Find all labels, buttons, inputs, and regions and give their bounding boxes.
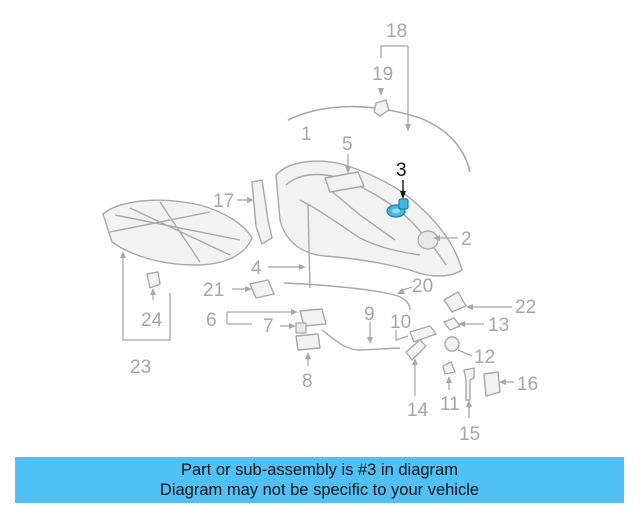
callout-1: 1 [301,124,312,145]
callout-19: 19 [372,64,393,85]
part-24-clip [146,271,161,289]
part-8-handle [295,333,321,351]
banner-line-2: Diagram may not be specific to your vehi… [159,481,480,499]
callout-23: 23 [130,357,151,378]
part-12-grommet [444,336,460,352]
callout-13: 13 [488,315,509,336]
callout-16: 16 [517,374,538,395]
part-21-latch [249,279,275,299]
parts-diagram: 18 19 1 5 3 17 2 4 21 20 22 24 6 7 9 10 … [102,21,538,445]
callout-14: 14 [407,400,429,421]
callout-21: 21 [203,280,224,301]
callout-15: 15 [459,424,480,445]
part-10-bracket [409,325,437,343]
callout-10: 10 [390,312,411,333]
part-3-highlighted [386,198,409,218]
part-11-clip [442,361,456,375]
banner-line-1: Part or sub-assembly is #3 in diagram [181,461,458,479]
part-17-hinge [251,179,273,245]
part-14-bracket [405,339,427,361]
callout-12: 12 [474,347,495,368]
part-19-clip [373,99,390,117]
callout-2: 2 [461,229,472,250]
part-13-bumper [443,317,461,331]
part-16-buffer [483,371,501,397]
callout-5: 5 [342,134,353,155]
info-banner: Part or sub-assembly is #3 in diagram Di… [15,457,624,503]
callout-4: 4 [251,258,262,279]
callout-11: 11 [440,394,460,415]
callout-6: 6 [206,310,217,331]
callout-7: 7 [263,316,274,337]
part-9-rod [321,329,401,351]
part-15-stud [463,367,475,401]
callout-8: 8 [302,371,313,392]
part-22-striker [443,291,467,313]
part-4-strut [307,204,311,289]
callout-17: 17 [213,191,234,212]
callout-24: 24 [141,310,163,331]
callout-22: 22 [515,297,536,318]
part-1-hood-panel [275,160,463,277]
part-23-insulator [102,199,253,266]
part-6-bracket [299,308,327,327]
part-7-clip [295,322,307,334]
part-20-cable [283,282,411,311]
callout-18: 18 [386,21,407,42]
callout-20: 20 [412,276,433,297]
callout-9: 9 [364,304,375,325]
callout-3: 3 [396,160,407,181]
part-5-bracket [324,171,365,193]
